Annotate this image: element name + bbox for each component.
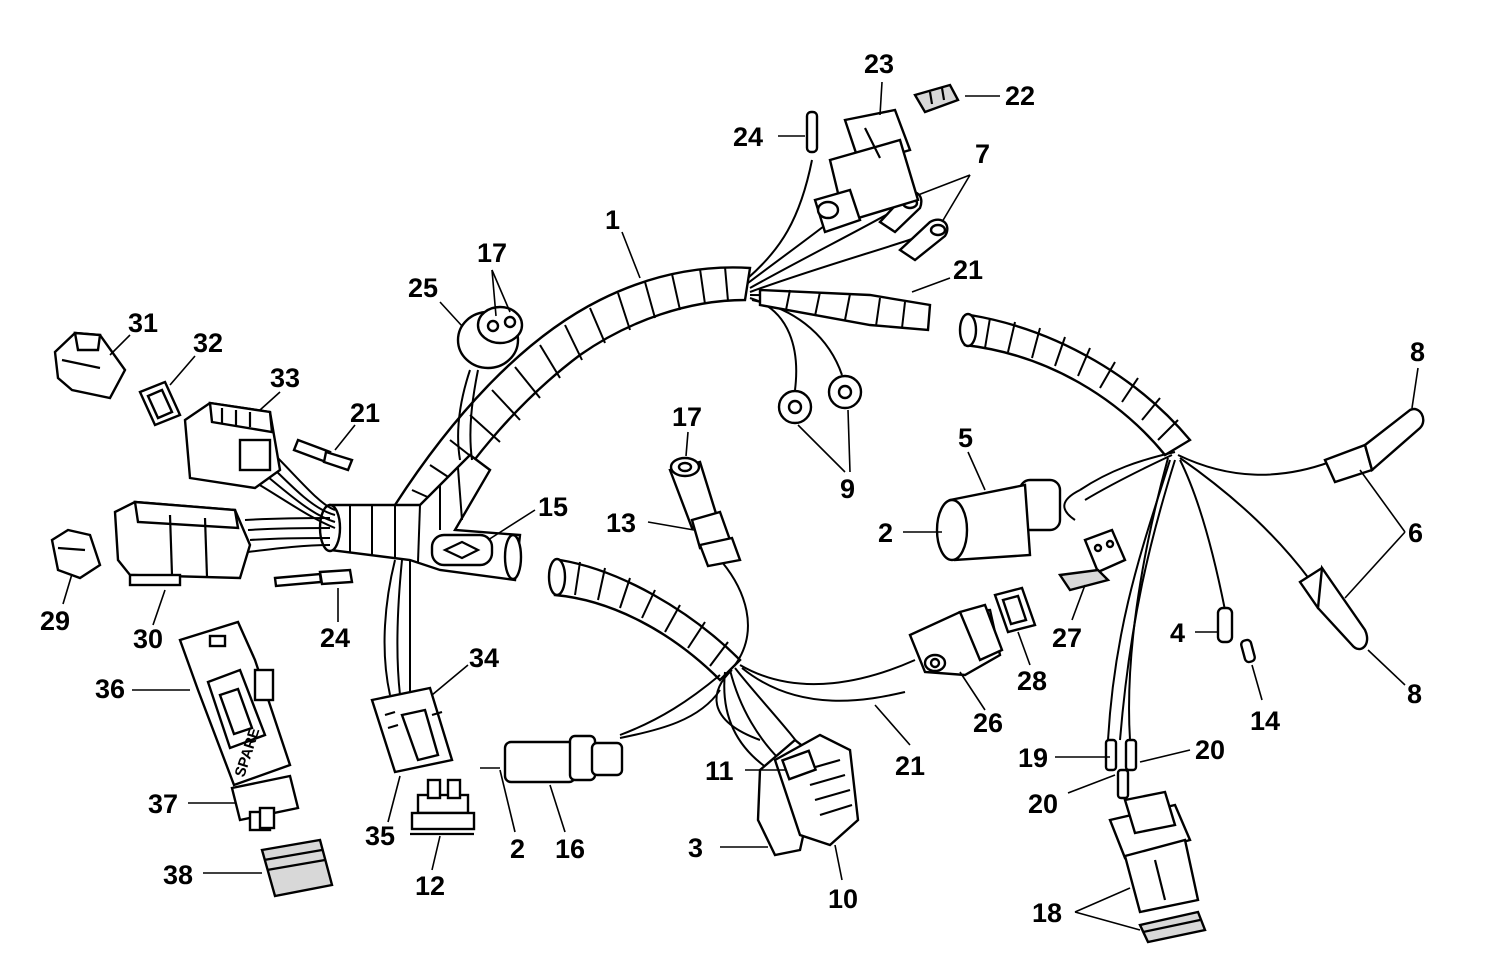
cap-31 [53, 331, 127, 400]
round-plug-5 [935, 478, 1081, 562]
gasket-28 [993, 586, 1037, 634]
callout-23: 23 [864, 49, 894, 79]
callout-32: 32 [193, 328, 223, 358]
bullet-connector-lower [1298, 564, 1369, 651]
ring-terminal-9b [827, 374, 863, 410]
seal-32 [138, 380, 182, 427]
callout-28: 28 [1017, 666, 1047, 696]
callout-21-left: 21 [350, 398, 380, 428]
callout-16: 16 [555, 834, 585, 864]
callout-15: 15 [538, 492, 568, 522]
callout-24-top: 24 [733, 122, 763, 152]
terminal-21-left [292, 438, 354, 472]
callout-20-left: 20 [1028, 789, 1058, 819]
callout-1: 1 [605, 205, 620, 235]
callout-9: 9 [840, 474, 855, 504]
callout-4: 4 [1170, 618, 1185, 648]
seal-27 [1057, 528, 1127, 592]
callout-17-top: 17 [477, 238, 507, 268]
callout-35: 35 [365, 821, 395, 851]
callout-13: 13 [606, 508, 636, 538]
callout-14: 14 [1250, 706, 1280, 736]
grommet-13 [668, 456, 749, 666]
callout-12: 12 [415, 871, 445, 901]
callout-21-lower: 21 [895, 751, 925, 781]
connector-10 [773, 733, 860, 847]
connector-30 [113, 500, 331, 587]
callout-36: 36 [95, 674, 125, 704]
fuse-holder-34 [370, 686, 454, 774]
lower-harness [547, 557, 916, 771]
callout-34: 34 [469, 643, 499, 673]
callout-38: 38 [163, 860, 193, 890]
terminal-4 [1216, 606, 1256, 664]
callout-2-right: 2 [878, 518, 893, 548]
callout-2-lower: 2 [510, 834, 525, 864]
callout-11: 11 [705, 756, 734, 786]
leader-lines [62, 81, 1419, 931]
grommet-25 [456, 305, 524, 461]
terminal-19-20 [1104, 738, 1138, 800]
callout-18: 18 [1032, 898, 1062, 928]
fuse-holder-36: SPARE [178, 620, 292, 787]
connector-23 [813, 108, 920, 234]
fuse-wires [383, 559, 412, 696]
callout-27: 27 [1052, 623, 1082, 653]
callout-26: 26 [973, 708, 1003, 738]
callout-31: 31 [128, 308, 158, 338]
callout-22: 22 [1005, 81, 1035, 111]
callout-5: 5 [958, 423, 973, 453]
connector-26 [908, 603, 1004, 677]
ring-terminal-7b [898, 218, 949, 262]
connector-33 [183, 401, 336, 529]
callout-29: 29 [40, 606, 70, 636]
callout-33: 33 [270, 363, 300, 393]
callout-30: 30 [133, 624, 163, 654]
top-breakout-wires [747, 159, 949, 425]
callout-3: 3 [688, 833, 703, 863]
callout-25: 25 [408, 273, 438, 303]
ring-terminal-9a [777, 389, 813, 425]
fuse-cover-38 [260, 838, 334, 898]
fuse-12 [410, 778, 476, 836]
callout-24-left: 24 [320, 623, 350, 653]
callout-20-right: 20 [1195, 735, 1225, 765]
callout-21-top: 21 [953, 255, 983, 285]
callout-17-mid: 17 [672, 402, 702, 432]
cap-29 [50, 528, 102, 580]
callout-8-top: 8 [1410, 337, 1425, 367]
connector-18 [1108, 790, 1207, 944]
callout-37: 37 [148, 789, 178, 819]
callout-19: 19 [1018, 743, 1048, 773]
callout-10: 10 [828, 884, 858, 914]
callout-labels: 1 2 2 3 4 5 6 7 8 8 9 10 11 12 13 14 15 … [40, 49, 1425, 928]
plug-16 [503, 689, 721, 784]
terminal-24-top [805, 110, 819, 154]
bullet-connector-upper [1323, 407, 1425, 484]
callout-6: 6 [1408, 518, 1423, 548]
fuse-37 [230, 774, 300, 832]
callout-7: 7 [975, 139, 990, 169]
callout-8-bottom: 8 [1407, 679, 1422, 709]
right-harness [958, 312, 1425, 800]
terminal-24-left [273, 568, 354, 588]
terminal-22 [913, 83, 960, 114]
